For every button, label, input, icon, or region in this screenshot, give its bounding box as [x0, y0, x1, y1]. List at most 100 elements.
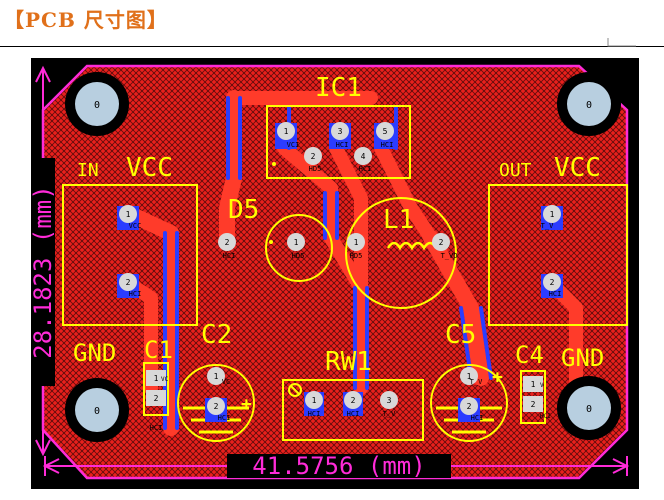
pad-number: 1: [312, 396, 317, 405]
page-title: 【PCB 尺寸图】: [4, 8, 168, 32]
pad-number: 2: [154, 394, 159, 403]
hole-label: 0: [586, 100, 592, 111]
gnd-left-label: GND: [73, 339, 116, 367]
c4-designator: C4: [515, 341, 544, 369]
mounting-hole: 0: [65, 72, 129, 136]
silkscreen-outlines: [62, 105, 628, 442]
pad-net: HCI: [308, 410, 321, 418]
c4-pad-1: 1 V: [523, 376, 544, 392]
pad-number: 2: [550, 278, 555, 287]
out-pad-1: 1 T_V: [541, 205, 563, 230]
pads: 1 VCI 2 HD5 3 HCI 4 HCI 5 HCI: [117, 122, 563, 432]
ic1-pad-3: 3 HCI: [329, 122, 351, 149]
pad-net: HD5: [350, 252, 363, 260]
width-dimension-label: 41.5756 (mm): [252, 452, 425, 480]
pad-net: T_V: [383, 410, 396, 418]
pad-number: 1: [294, 238, 299, 247]
hole-label: 0: [586, 404, 592, 415]
height-dimension-label: 28.1823 (mm): [31, 185, 57, 358]
rw1-pad-3: 3 T_V: [380, 391, 398, 418]
pad-number: 1: [550, 210, 555, 219]
ic1-designator: IC1: [315, 73, 362, 103]
in-vcc-label: VCC: [126, 153, 173, 183]
d5-designator: D5: [228, 195, 259, 225]
potentiometer-icon: [288, 383, 302, 397]
mounting-hole: 0: [65, 378, 129, 442]
l1-pad-2: 2 T_VO: [432, 233, 457, 260]
c1-pad-1: 1 VC: [146, 370, 169, 386]
gnd-right-label: GND: [561, 344, 604, 372]
pad-net: HCI: [549, 290, 562, 298]
pad-number: 3: [387, 396, 392, 405]
c2-designator: C2: [201, 320, 232, 350]
pad-number: 1: [214, 372, 219, 381]
pad-net: T_VO: [441, 252, 458, 260]
mounting-hole: 0: [557, 72, 621, 136]
pad-net: HCI: [336, 141, 349, 149]
pad-number: 4: [361, 152, 366, 161]
pad-net: HCI: [218, 414, 231, 422]
pad-number: 1: [154, 374, 159, 383]
pad-number: 3: [338, 127, 343, 136]
l1-designator: L1: [383, 205, 414, 235]
pad-number: 2: [467, 402, 472, 411]
pad-net: V: [540, 382, 544, 389]
rw1-pad-1: 1 HCI: [304, 391, 324, 418]
rw1-pad-2: 2 HCI: [343, 391, 363, 418]
bottom-layer-traces: [163, 96, 493, 430]
pad-number: 1: [467, 372, 472, 381]
pad-net: HD5: [309, 165, 322, 173]
c1-designator: C1: [144, 336, 173, 364]
c2-pad-2: 2 HCI: [205, 397, 230, 422]
c2-pad-1: 1 VC: [207, 367, 230, 386]
out-pad-2: 2 HCI: [541, 273, 563, 298]
pad-net: T_V: [541, 222, 554, 230]
in-pad-1: 1 VCC: [117, 205, 141, 230]
inductor-coil-icon: [386, 241, 438, 251]
copper-traces: [120, 90, 583, 436]
pad-net: T_V: [470, 378, 483, 386]
pad-number: 1: [284, 127, 289, 136]
pad-number: 2: [126, 278, 131, 287]
pad-number: 2: [439, 238, 444, 247]
hole-label: 0: [94, 100, 100, 111]
out-label: OUT: [499, 160, 532, 181]
d5-pad-1: 1 HD5: [287, 233, 305, 260]
pad-net: HCI: [540, 413, 551, 420]
pad-number: 1: [531, 380, 536, 389]
ic1-pad-1: 1 VCI: [275, 122, 299, 149]
out-vcc-label: VCC: [554, 153, 601, 183]
rw1-designator: RW1: [325, 347, 372, 377]
pad-net: VCC: [129, 222, 142, 230]
c4-pad-2: 2 HCI: [523, 396, 551, 420]
ic1-pad-4: 4 HCI: [354, 147, 372, 173]
c2-plus-icon: +: [241, 394, 252, 415]
pad-net: HCI: [223, 252, 236, 260]
pad-number: 1: [126, 210, 131, 219]
pad-number: 2: [225, 238, 230, 247]
pad-number: 1: [354, 238, 359, 247]
pad-net: HCI: [347, 410, 360, 418]
d5-marker-dot: [269, 240, 273, 244]
in-label: IN: [77, 160, 99, 181]
pad-net: HCI: [381, 141, 394, 149]
pad-net: HCI: [150, 424, 163, 432]
pad-net: VC: [161, 376, 169, 383]
ic1-pad-5: 5 HCI: [374, 122, 396, 149]
pad-net: VC: [222, 378, 230, 386]
pad-net: HCI: [471, 414, 484, 422]
silkscreen-labels: IC1 D5 L1 C1 C2 C4 C5 RW1 IN VCC OUT VCC…: [73, 73, 604, 415]
c5-pad-1: 1 T_V: [460, 367, 483, 386]
mounting-hole: 0: [557, 376, 621, 440]
ic1-pad-2: 2 HD5: [304, 147, 322, 173]
pad-number: 2: [531, 400, 536, 409]
d5-pad-2: 2 HCI: [218, 233, 236, 260]
header-divider: [0, 46, 664, 47]
c5-pad-2: 2 HCI: [458, 397, 483, 422]
ic1-marker-dot: [272, 162, 276, 166]
pad-number: 2: [214, 402, 219, 411]
pad-net: HD5: [292, 252, 305, 260]
c5-plus-icon: +: [492, 367, 503, 388]
corner-mark: [607, 38, 636, 47]
c1-pad-2: 2 HCI: [146, 390, 166, 432]
